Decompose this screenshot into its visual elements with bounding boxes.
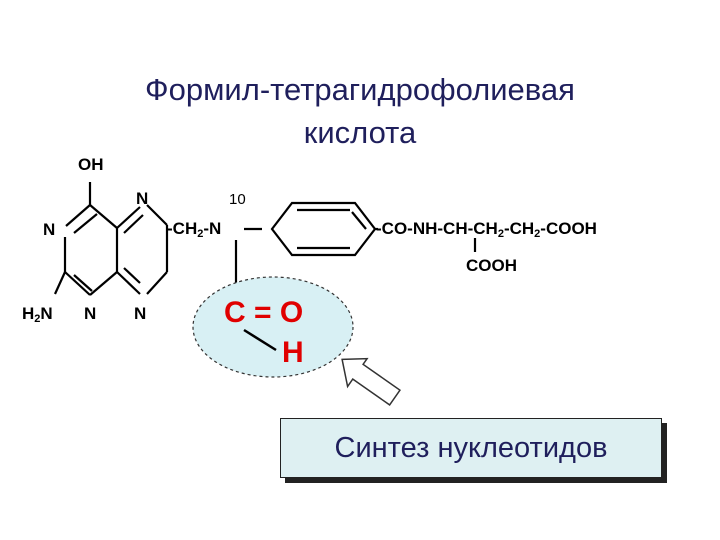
- position-number-10: 10: [229, 191, 246, 208]
- bond: [89, 271, 118, 296]
- double-bond: [123, 267, 141, 284]
- atom-oh: OH: [78, 155, 104, 174]
- formyl-h: H: [282, 336, 304, 369]
- nh2-bond: [53, 271, 67, 295]
- arrow-icon: [341, 357, 401, 406]
- bond: [116, 271, 141, 295]
- double-bond: [123, 214, 144, 234]
- slide-title-line-2: кислота: [303, 115, 417, 150]
- bond: [116, 206, 141, 229]
- formyl-co: C = O: [224, 296, 304, 329]
- cooh-bottom: COOH: [466, 256, 517, 275]
- atom-n-bottom-right: N: [134, 304, 147, 323]
- bond: [65, 204, 91, 227]
- atom-n-bottom-mid: N: [84, 304, 97, 323]
- slide-title-line-1: Формил-тетрагидрофолиевая: [145, 72, 575, 107]
- double-bond: [73, 274, 93, 292]
- atom-n-left: N: [43, 220, 56, 239]
- formyl-highlight-ellipse: [192, 276, 354, 378]
- c-h-bond: [243, 328, 277, 352]
- ch2-n-group: -CH2-N: [167, 219, 222, 240]
- result-box: Синтез нуклеотидов: [280, 418, 662, 478]
- bond: [146, 204, 168, 226]
- glutamate-chain: -CO-NH-CH-CH2-CH2-COOH: [376, 219, 597, 240]
- bond: [64, 271, 91, 296]
- atom-h2n: H2N: [22, 304, 53, 325]
- atom-n-top: N: [136, 189, 149, 208]
- bond: [89, 204, 118, 229]
- bond: [146, 271, 168, 295]
- double-bond: [73, 213, 98, 234]
- result-box-label: Синтез нуклеотидов: [334, 431, 608, 464]
- pteridine-rings: [53, 182, 477, 296]
- aromatic-bond: [351, 211, 367, 230]
